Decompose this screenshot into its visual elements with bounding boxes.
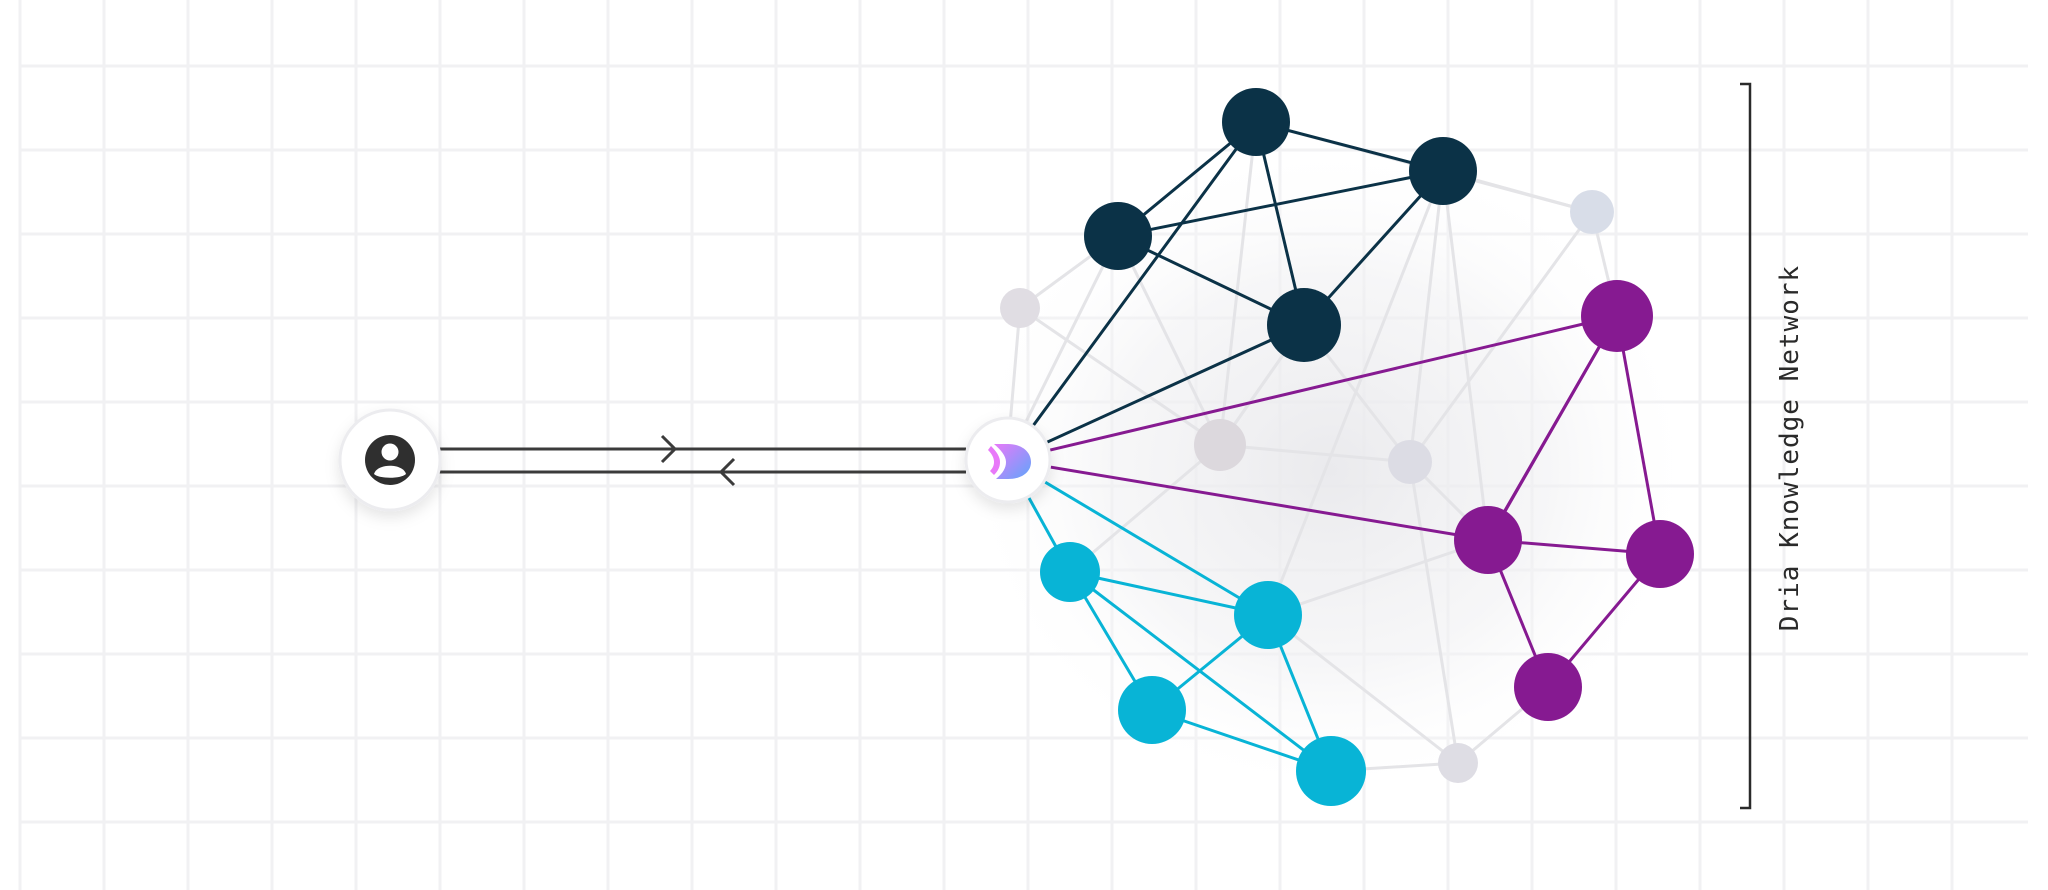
network-label: Dria Knowledge Network (1775, 265, 1805, 631)
purple-node (1581, 280, 1653, 352)
dria-hub-node (964, 416, 1052, 504)
request-response-connector (436, 434, 966, 487)
dark-node (1222, 88, 1290, 156)
arrow-left-icon (718, 457, 736, 487)
faint-node (1388, 440, 1432, 484)
purple-node (1514, 653, 1582, 721)
cyan-node (1118, 676, 1186, 744)
dark-cluster-nodes (1084, 88, 1477, 362)
network-glow (960, 140, 1700, 800)
faint-nodes (1000, 190, 1614, 783)
cyan-cluster-nodes (1040, 542, 1366, 806)
purple-cluster-nodes (1454, 280, 1694, 721)
user-avatar-icon (365, 435, 415, 485)
cyan-node (1234, 581, 1302, 649)
network-bracket (1740, 82, 1752, 810)
faint-node (1438, 743, 1478, 783)
purple-node (1626, 520, 1694, 588)
faint-node (1570, 190, 1614, 234)
faint-node (1194, 419, 1246, 471)
cyan-node (1296, 736, 1366, 806)
dark-node (1409, 137, 1477, 205)
purple-cluster-edges (1007, 314, 1662, 688)
purple-node (1454, 506, 1522, 574)
dark-node (1267, 288, 1341, 362)
dria-logo-icon (988, 444, 1031, 479)
arrow-right-icon (660, 434, 678, 464)
dark-node (1084, 202, 1152, 270)
faint-node (1000, 288, 1040, 328)
user-node (338, 408, 442, 512)
cyan-node (1040, 542, 1100, 602)
